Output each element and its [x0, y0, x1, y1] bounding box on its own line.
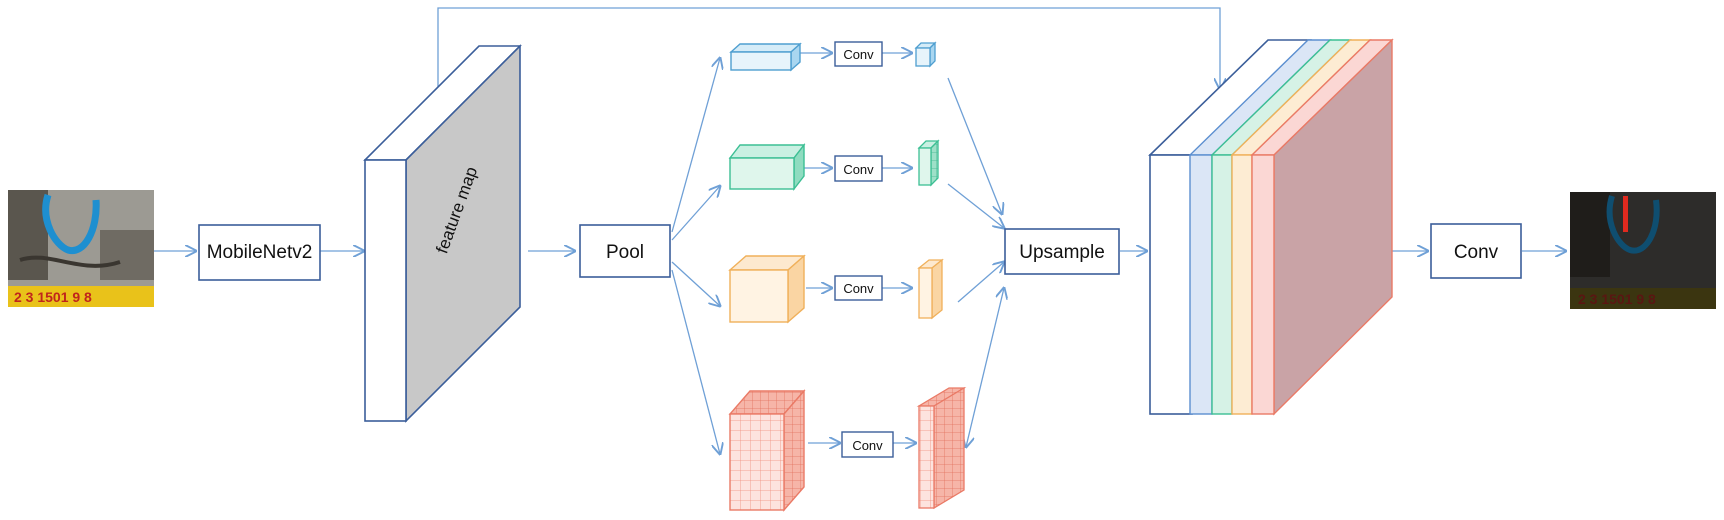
- input-image: 2 3 1501 9 8: [8, 190, 154, 307]
- arrow-pool-to-green: [671, 186, 720, 241]
- final-conv-label: Conv: [1454, 242, 1499, 263]
- conv-box-2: Conv: [834, 155, 883, 182]
- upsample-label: Upsample: [1019, 242, 1105, 263]
- concat-feature-stack: [1148, 38, 1394, 416]
- input-ruler-text: 2 3 1501 9 8: [14, 289, 92, 305]
- conv-label-2: Conv: [843, 162, 874, 177]
- branch-blue-cube: [729, 42, 802, 72]
- arrow-skip-connection: [437, 7, 1220, 96]
- branch-orange-cube: [728, 254, 806, 324]
- branch-green-cube: [728, 142, 806, 192]
- conv-label-3: Conv: [843, 281, 874, 296]
- branch-blue-small-cube: [914, 41, 937, 68]
- arrow-orange-to-upsample: [957, 262, 1004, 303]
- upsample-box: Upsample: [1004, 228, 1120, 275]
- branch-orange-small-cube: [917, 258, 944, 320]
- branch-red-cube: [728, 389, 806, 512]
- arrow-pool-to-blue: [671, 58, 720, 233]
- conv-label-1: Conv: [843, 47, 874, 62]
- branch-green-small-cube: [917, 139, 940, 187]
- final-conv-box: Conv: [1430, 223, 1522, 279]
- arrows: [154, 7, 1566, 454]
- arrow-pool-to-orange: [671, 261, 720, 306]
- output-ruler-text: 2 3 1501 9 8: [1578, 291, 1656, 307]
- branch-red-small-cube: [916, 386, 967, 510]
- feature-map-slab: feature map: [363, 44, 522, 423]
- conv-box-3: Conv: [834, 275, 883, 301]
- mobilenet-box: MobileNetv2: [198, 224, 321, 281]
- conv-box-1: Conv: [834, 41, 883, 67]
- arrow-red-to-upsample: [966, 288, 1004, 447]
- conv-label-4: Conv: [852, 438, 883, 453]
- mobilenet-label: MobileNetv2: [207, 242, 313, 263]
- conv-box-4: Conv: [841, 431, 894, 458]
- pool-box: Pool: [579, 224, 671, 278]
- output-image: 2 3 1501 9 8: [1570, 192, 1716, 309]
- arrow-green-to-upsample: [947, 183, 1004, 228]
- arrow-pool-to-red: [671, 269, 720, 454]
- pool-label: Pool: [606, 242, 644, 263]
- arrow-blue-to-upsample: [947, 77, 1002, 214]
